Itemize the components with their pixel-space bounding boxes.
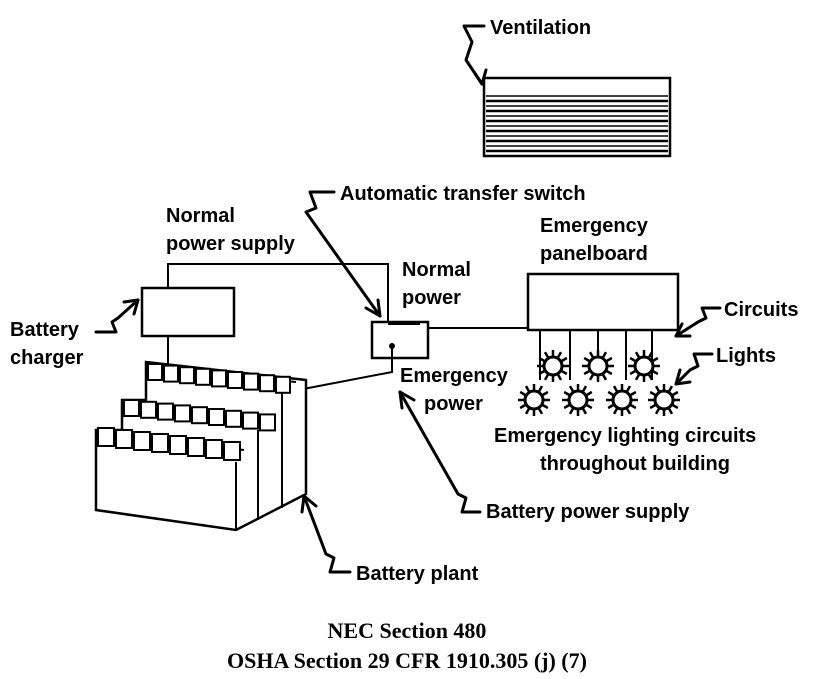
light-fixture (562, 384, 594, 416)
battery-cell (163, 364, 179, 383)
lights-label: Lights (716, 345, 776, 367)
normal-power-supply-line (167, 263, 389, 324)
battery-cell (191, 406, 208, 425)
battery-plant-arrowhead (300, 494, 318, 514)
ventilation-slats (486, 95, 668, 153)
emergency-lighting-label-1: Emergency lighting circuits (494, 425, 756, 447)
light-fixture (537, 350, 569, 382)
battery-plant-stand (94, 360, 308, 532)
emergency-panelboard (526, 272, 680, 332)
battery-cell (259, 374, 275, 393)
battery-cell (242, 411, 259, 430)
battery-power-supply-label: Battery power supply (486, 501, 690, 523)
battery-cells-middle (123, 399, 276, 432)
battery-cell (133, 431, 151, 451)
battery-cell (169, 435, 187, 455)
battery-cell (195, 367, 211, 386)
normal-power-label-1: Normal (402, 259, 471, 281)
battery-cell (140, 400, 157, 419)
battery-cell (243, 372, 259, 391)
transfer-switch (370, 320, 430, 360)
battery-cell (157, 402, 174, 421)
battery-cell (225, 409, 242, 428)
battery-cell (97, 427, 115, 447)
battery-charger-arrowhead (122, 298, 140, 316)
battery-cell (123, 399, 140, 417)
normal-power-label-2: power (402, 287, 461, 309)
ats-arrowhead (364, 298, 382, 318)
battery-cell (205, 439, 223, 459)
battery-cell (174, 404, 191, 423)
battery-cells-top (147, 363, 291, 394)
emergency-panelboard-label-1: Emergency (540, 215, 649, 237)
ventilation-label: Ventilation (490, 17, 591, 39)
emergency-lighting-label-2: throughout building (540, 453, 730, 475)
battery-charger-label-1: Battery (10, 319, 80, 341)
ventilation-leader (462, 24, 486, 86)
battery-cell (151, 433, 169, 453)
caption-nec: NEC Section 480 (328, 618, 487, 643)
ventilation-unit (482, 76, 672, 158)
battery-cell (115, 429, 133, 449)
battery-cell (187, 437, 205, 457)
light-fixture (582, 350, 614, 382)
battery-charger-label-2: charger (10, 347, 84, 369)
emergency-panelboard-label-2: panelboard (540, 243, 648, 265)
battery-power-supply-arrowhead (398, 390, 416, 410)
battery-plant-label: Battery plant (356, 563, 479, 585)
ats-leader (304, 190, 382, 318)
circuits-arrowhead (674, 322, 692, 338)
ventilation-arrowhead (472, 68, 488, 86)
emergency-power-label-1: Emergency (400, 365, 509, 387)
normal-power-supply-label-2: power supply (166, 233, 296, 255)
light-fixture (606, 384, 638, 416)
caption-osha: OSHA Section 29 CFR 1910.305 (j) (7) (227, 648, 587, 673)
lights-arrowhead (674, 368, 692, 386)
circuits-label: Circuits (724, 299, 798, 321)
normal-power-supply-label-1: Normal (166, 205, 235, 227)
battery-cell (259, 413, 276, 432)
emergency-power-label-2: power (424, 393, 483, 415)
ats-label: Automatic transfer switch (340, 183, 586, 205)
battery-cell (227, 371, 243, 389)
light-fixture (628, 350, 660, 382)
battery-charger (140, 286, 236, 338)
battery-cell (179, 366, 195, 385)
battery-power-supply-line (297, 346, 393, 391)
light-fixture (518, 384, 550, 416)
battery-cells-bottom (97, 427, 241, 461)
light-fixture (648, 384, 680, 416)
battery-plant-leader (302, 494, 352, 574)
lights-leader (674, 352, 714, 386)
battery-cell (147, 363, 163, 381)
battery-cell (223, 441, 241, 461)
battery-cell (208, 408, 225, 426)
circuits-leader (674, 306, 722, 338)
battery-power-supply-leader (398, 390, 482, 514)
emergency-lights (518, 350, 680, 416)
battery-charger-leader (94, 298, 140, 334)
battery-cell (275, 375, 291, 394)
battery-cell (211, 369, 227, 388)
